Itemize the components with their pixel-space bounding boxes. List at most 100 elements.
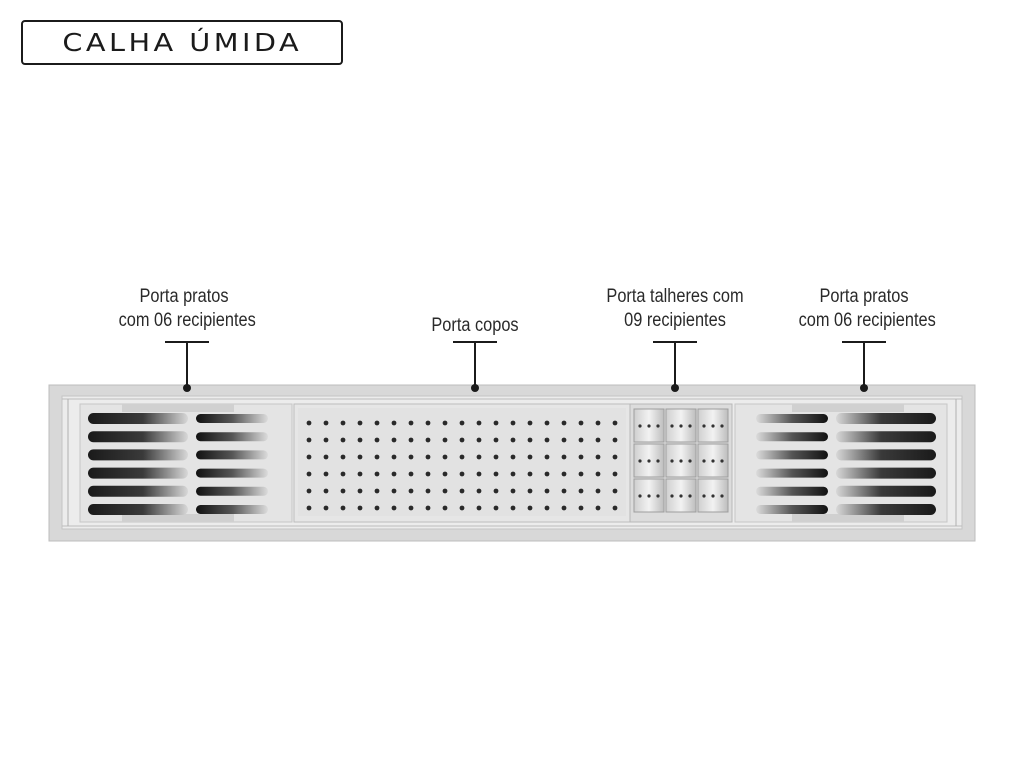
perforation-dot bbox=[493, 471, 499, 477]
plate-rack-left bbox=[79, 403, 293, 523]
cutlery-hole bbox=[647, 424, 651, 428]
perforation-dot bbox=[323, 471, 329, 477]
plate-slot-small bbox=[756, 486, 828, 496]
cutlery-hole bbox=[638, 494, 642, 498]
plate-slot-small bbox=[196, 505, 268, 514]
perforation-dot bbox=[510, 471, 516, 477]
perforation-dot bbox=[425, 471, 431, 477]
plate-slot-small bbox=[196, 486, 268, 496]
perforation-dot bbox=[340, 488, 346, 494]
label-porta-pratos-right: Porta pratos com 06 recipientes bbox=[798, 285, 936, 333]
perforation-dot bbox=[425, 505, 431, 511]
perforation-dot bbox=[357, 437, 363, 443]
perforation-dot bbox=[442, 505, 448, 511]
callout-porta-copos bbox=[453, 341, 497, 392]
perforation-dot bbox=[578, 454, 584, 460]
plate-slot bbox=[836, 467, 936, 479]
label-line: Porta pratos bbox=[139, 286, 229, 307]
perforation-dot bbox=[357, 471, 363, 477]
perforation-dot bbox=[578, 488, 584, 494]
perforation-dot bbox=[476, 488, 482, 494]
cutlery-hole bbox=[679, 459, 683, 463]
perforation-dot bbox=[391, 471, 397, 477]
perforation-dot bbox=[561, 488, 567, 494]
plate-slot-small bbox=[756, 505, 828, 514]
perforation-dot bbox=[595, 420, 601, 426]
perforation-dot bbox=[425, 437, 431, 443]
perforation-dot bbox=[595, 488, 601, 494]
cutlery-hole bbox=[670, 424, 674, 428]
plate-slot bbox=[88, 485, 188, 497]
plate-slot-small bbox=[756, 432, 828, 442]
perforation-dot bbox=[595, 437, 601, 443]
perforation-dot bbox=[306, 505, 312, 511]
perforation-dot bbox=[340, 505, 346, 511]
perforation-dot bbox=[391, 488, 397, 494]
perforation-dot bbox=[357, 420, 363, 426]
plate-slot bbox=[88, 449, 188, 461]
label-porta-copos: Porta copos bbox=[423, 314, 526, 338]
plate-rack-right bbox=[734, 403, 948, 523]
perforation-dot bbox=[340, 437, 346, 443]
cutlery-hole bbox=[647, 459, 651, 463]
perforation-dot bbox=[391, 505, 397, 511]
perforation-dot bbox=[391, 437, 397, 443]
perforation-dot bbox=[306, 420, 312, 426]
perforation-dot bbox=[544, 471, 550, 477]
cutlery-hole bbox=[688, 494, 692, 498]
perforation-dot bbox=[459, 454, 465, 460]
perforation-dot bbox=[612, 505, 618, 511]
perforation-dot bbox=[425, 488, 431, 494]
plate-slot bbox=[88, 413, 188, 424]
perforation-dot bbox=[323, 454, 329, 460]
perforation-dot bbox=[612, 471, 618, 477]
perforation-dot bbox=[408, 471, 414, 477]
label-line: com 06 recipientes bbox=[798, 310, 936, 331]
perforation-dot bbox=[374, 437, 380, 443]
perforation-dot bbox=[323, 505, 329, 511]
perforation-dot bbox=[561, 505, 567, 511]
callout-porta-talheres bbox=[653, 341, 697, 392]
plate-slot bbox=[836, 485, 936, 497]
perforation-dot bbox=[527, 505, 533, 511]
perforation-dot bbox=[578, 471, 584, 477]
cutlery-hole bbox=[656, 459, 660, 463]
perforation-dot bbox=[374, 454, 380, 460]
perforation-dot bbox=[493, 488, 499, 494]
perforation-dot bbox=[476, 454, 482, 460]
perforation-dot bbox=[561, 437, 567, 443]
perforation-dot bbox=[374, 488, 380, 494]
title-box: CALHA ÚMIDA bbox=[21, 20, 343, 65]
perforation-dot bbox=[306, 488, 312, 494]
perforation-dot bbox=[544, 488, 550, 494]
perforation-dot bbox=[493, 505, 499, 511]
perforation-dot bbox=[442, 471, 448, 477]
perforation-dot bbox=[612, 488, 618, 494]
label-line: com 06 recipientes bbox=[118, 310, 256, 331]
label-line: Porta copos bbox=[431, 315, 519, 336]
plate-slot bbox=[836, 449, 936, 461]
perforation-dot bbox=[442, 420, 448, 426]
perforation-dot bbox=[527, 471, 533, 477]
plate-slot-small bbox=[196, 432, 268, 442]
cutlery-hole bbox=[647, 494, 651, 498]
perforation-dot bbox=[408, 505, 414, 511]
perforation-dot bbox=[391, 420, 397, 426]
cutlery-hole bbox=[679, 424, 683, 428]
perforation-dot bbox=[408, 488, 414, 494]
perforation-dot bbox=[408, 454, 414, 460]
perforation-dot bbox=[306, 454, 312, 460]
perforation-dot bbox=[374, 420, 380, 426]
perforation-dot bbox=[527, 488, 533, 494]
cutlery-hole bbox=[702, 494, 706, 498]
perforation-dot bbox=[340, 471, 346, 477]
perforation-dot bbox=[493, 420, 499, 426]
perforation-dot bbox=[442, 454, 448, 460]
plate-slot-small bbox=[196, 450, 268, 460]
cutlery-hole bbox=[720, 459, 724, 463]
perforation-dot bbox=[612, 437, 618, 443]
plate-slot bbox=[836, 431, 936, 443]
perforation-dot bbox=[527, 420, 533, 426]
perforation-dot bbox=[357, 488, 363, 494]
plate-slot bbox=[88, 467, 188, 479]
